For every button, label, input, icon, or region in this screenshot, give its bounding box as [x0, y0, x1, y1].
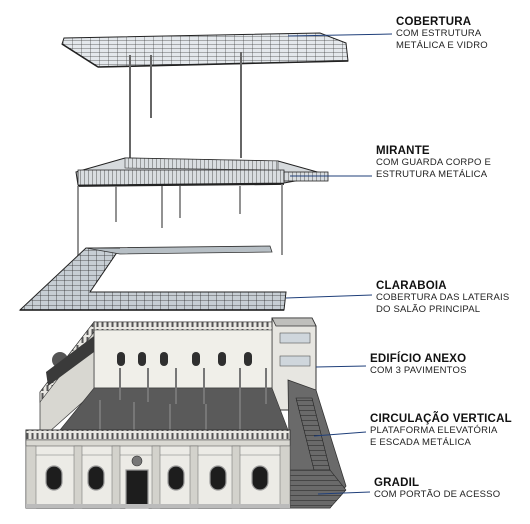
label-edificio-anexo: EDIFÍCIO ANEXO COM 3 PAVIMENTOS	[370, 353, 467, 377]
label-claraboia: CLARABOIA COBERTURA DAS LATERAIS DO SALÃ…	[376, 280, 509, 316]
label-line: PLATAFORMA ELEVATÓRIA	[370, 425, 498, 436]
label-line: COM GUARDA CORPO E	[376, 157, 491, 168]
label-line: ESTRUTURA METÁLICA	[376, 169, 488, 180]
label-title: CLARABOIA	[376, 280, 447, 292]
label-title: EDIFÍCIO ANEXO	[370, 353, 467, 365]
label-line: COM PORTÃO DE ACESSO	[374, 489, 501, 500]
mirante-deck	[75, 157, 329, 262]
edificio-principal	[25, 317, 347, 509]
label-title: CIRCULAÇÃO VERTICAL	[370, 413, 512, 425]
cobertura-roof	[61, 32, 349, 164]
label-title: MIRANTE	[376, 145, 430, 157]
label-circulacao-vertical: CIRCULAÇÃO VERTICAL PLATAFORMA ELEVATÓRI…	[370, 413, 512, 449]
label-line: METÁLICA E VIDRO	[396, 40, 488, 51]
label-mirante: MIRANTE COM GUARDA CORPO E ESTRUTURA MET…	[376, 145, 491, 181]
leader-lines	[285, 33, 393, 495]
label-gradil: GRADIL COM PORTÃO DE ACESSO	[374, 477, 500, 501]
label-line: COM ESTRUTURA	[396, 28, 482, 39]
label-cobertura: COBERTURA COM ESTRUTURA METÁLICA E VIDRO	[396, 16, 488, 52]
label-line: DO SALÃO PRINCIPAL	[376, 304, 481, 315]
label-line: COM 3 PAVIMENTOS	[370, 365, 467, 376]
label-title: COBERTURA	[396, 16, 472, 28]
label-line: E ESCADA METÁLICA	[370, 437, 472, 448]
claraboia-skylight	[18, 245, 287, 311]
label-line: COBERTURA DAS LATERAIS	[376, 292, 510, 303]
label-title: GRADIL	[374, 477, 420, 489]
